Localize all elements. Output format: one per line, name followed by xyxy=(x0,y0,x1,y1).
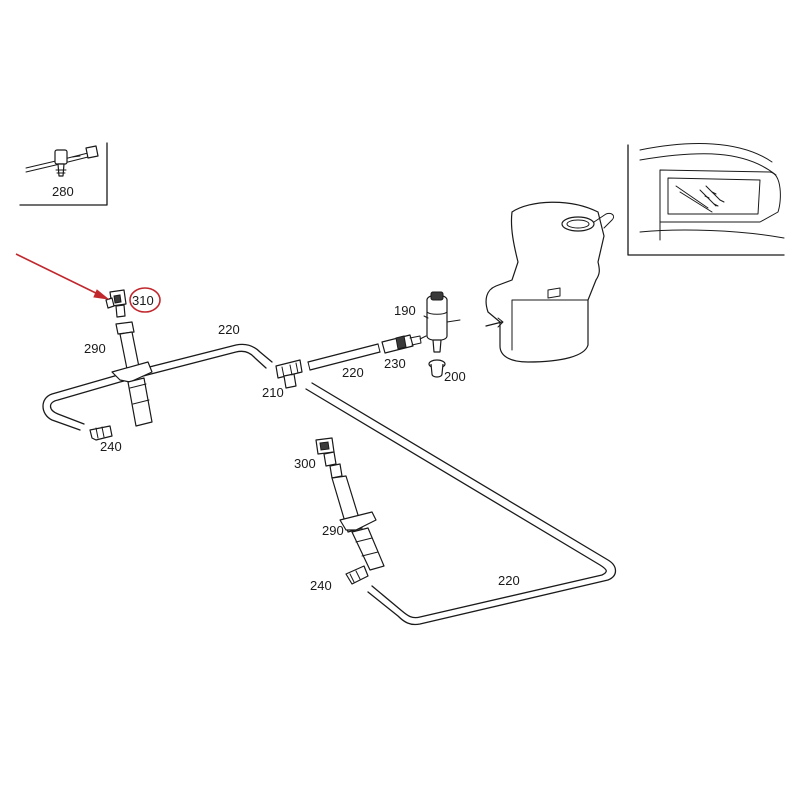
elbow-240-left xyxy=(89,425,113,441)
red-arrow-icon xyxy=(15,253,105,298)
label-210: 210 xyxy=(262,385,284,400)
highlight-callout xyxy=(15,253,161,313)
label-300: 300 xyxy=(294,456,316,471)
check-valve-230 xyxy=(381,334,422,354)
washer-fluid-reservoir xyxy=(485,201,615,363)
label-310: 310 xyxy=(132,293,154,308)
inset-clip-280 xyxy=(19,142,108,206)
label-240-right: 240 xyxy=(310,578,332,593)
part-labels: 280 310 290 220 240 210 220 230 190 200 … xyxy=(52,184,520,593)
label-280: 280 xyxy=(52,184,74,199)
grommet-200 xyxy=(428,359,446,378)
label-200: 200 xyxy=(444,369,466,384)
label-290-right: 290 xyxy=(322,523,344,538)
tee-connector-210 xyxy=(275,359,303,389)
headlamp-washer-nozzle-310 xyxy=(105,289,127,318)
elbow-240-right xyxy=(345,565,369,585)
inset-vehicle-view xyxy=(627,143,785,256)
telescopic-cylinder-290-right xyxy=(331,475,385,571)
telescopic-cylinder-290-left xyxy=(111,321,153,427)
label-220-top: 220 xyxy=(218,322,240,337)
leader-lines xyxy=(419,315,429,340)
label-220-mid: 220 xyxy=(342,365,364,380)
label-220-long: 220 xyxy=(498,573,520,588)
label-230: 230 xyxy=(384,356,406,371)
label-290-left: 290 xyxy=(84,341,106,356)
washer-pump-190 xyxy=(426,291,461,353)
headlamp-washer-nozzle-300 xyxy=(315,437,343,479)
label-190: 190 xyxy=(394,303,416,318)
red-arrowhead-icon xyxy=(93,289,110,300)
red-circle-highlight xyxy=(129,287,161,313)
label-240-left: 240 xyxy=(100,439,122,454)
